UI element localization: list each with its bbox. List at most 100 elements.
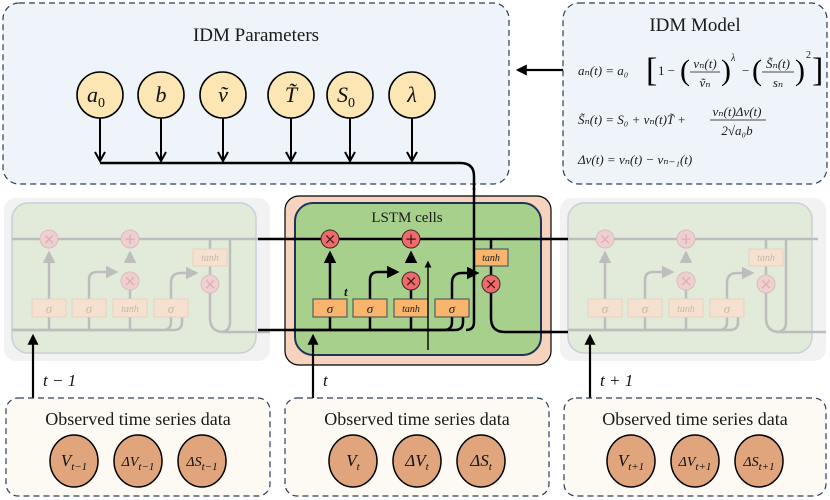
observed-var-V: Vt <box>328 434 378 488</box>
cell-add-op: + <box>120 229 140 249</box>
gate-label: σ <box>642 301 649 316</box>
time-label-2: t + 1 <box>600 371 633 390</box>
idm-model-panel-border <box>562 2 828 185</box>
gate-label: σ <box>724 301 731 316</box>
op-circle <box>676 271 696 291</box>
gate-tanh: tanh <box>668 298 704 318</box>
op-symbol: × <box>485 275 498 293</box>
observed-var-circle <box>392 434 442 488</box>
gate-sigma: σ <box>587 298 623 318</box>
input-gate-path <box>643 265 675 330</box>
input-multiply-op: × <box>401 271 421 291</box>
observed-var-delta-V: ΔVt+1 <box>670 434 720 488</box>
hidden-output-line <box>489 284 551 334</box>
gate-box <box>31 298 67 318</box>
hidden-input-line <box>293 314 465 332</box>
gate-box <box>312 298 348 318</box>
observed-panel-title: Observed time series data <box>324 409 509 429</box>
observed-var-V: Vt+1 <box>606 434 656 488</box>
param-bus-line <box>100 161 476 190</box>
equation-desired-gap: S̃ₙ(t) = S₀ + vₙ(t)T̃ + vₙ(t)Δv(t) 2√a₀b <box>578 104 766 138</box>
gate-label: σ <box>449 301 456 316</box>
op-symbol: + <box>124 230 137 248</box>
observed-var-circle <box>113 434 163 488</box>
op-circle <box>401 229 421 249</box>
equation-acceleration: aₙ(t) = a₀ [ 1 − ( vₙ(t) ṽₙ ) λ − ( S̃ₙ(… <box>578 50 823 90</box>
observed-var-delta-S: ΔSt+1 <box>734 434 784 488</box>
faded-return-line <box>219 239 232 334</box>
eq1-paren-right-1: ) <box>721 54 731 87</box>
time-marker-label: t <box>344 284 348 299</box>
gate-output-tanh: tanh <box>192 248 228 267</box>
param-label: ṽ <box>218 82 229 107</box>
observed-var-circle <box>734 434 784 488</box>
observed-var-label: ΔSt <box>469 451 492 473</box>
time-label-0: t − 1 <box>43 371 76 390</box>
eq1-exp1: λ <box>730 53 736 64</box>
observed-panel-title: Observed time series data <box>45 409 230 429</box>
gate-sigma: σ <box>312 298 348 318</box>
gate-label: σ <box>168 301 175 316</box>
op-circle <box>200 274 220 294</box>
op-circle <box>756 274 776 294</box>
equation-speed-difference: Δv(t) = vₙ(t) − vₙ₋₁(t) <box>577 152 692 167</box>
observed-var-delta-V: ΔVt−1 <box>113 434 163 488</box>
gate-sigma: σ <box>709 298 745 318</box>
observed-var-circle <box>606 434 656 488</box>
eq2-frac-num: vₙ(t)Δv(t) <box>713 104 762 119</box>
faded-return-line <box>775 239 788 334</box>
gate-label: tanh <box>402 304 420 315</box>
gate-label: tanh <box>757 253 775 264</box>
gate-sigma: σ <box>71 298 107 318</box>
output-multiply-op: × <box>756 274 776 294</box>
gate-label: σ <box>367 301 374 316</box>
cell-add-op: + <box>401 229 421 249</box>
gate-sigma: σ <box>627 298 663 318</box>
eq1-frac1-num: vₙ(t) <box>693 56 716 71</box>
input-multiply-op: × <box>120 271 140 291</box>
input-gate-path <box>368 265 400 330</box>
gate-tanh: tanh <box>393 298 429 318</box>
output-multiply-op: × <box>200 274 220 294</box>
cell-add-op: + <box>676 229 696 249</box>
op-symbol: × <box>124 272 137 290</box>
op-symbol: × <box>324 230 337 248</box>
gate-label: σ <box>86 301 93 316</box>
gate-label: tanh <box>201 253 219 264</box>
input-multiply-op: × <box>676 271 696 291</box>
forget-multiply-op: × <box>39 229 59 249</box>
gate-sigma: σ <box>434 298 470 318</box>
gate-box <box>434 298 470 318</box>
eq1-frac2-den: sₙ <box>773 75 783 90</box>
gate-box <box>748 248 784 267</box>
param-node-b: b <box>137 71 185 161</box>
eq1-paren-left-1: ( <box>680 54 690 87</box>
op-symbol: × <box>760 275 773 293</box>
gate-sigma: σ <box>352 298 388 318</box>
op-symbol: × <box>43 230 56 248</box>
observed-var-label: ΔVt <box>404 451 429 473</box>
param-node-T-tilde: T̃ <box>267 71 315 161</box>
time-label-1: t <box>323 371 329 390</box>
gate-box <box>668 298 704 318</box>
param-node-lambda: λ <box>388 71 436 161</box>
eq1-paren-left-2: ( <box>752 54 762 87</box>
op-symbol: + <box>405 230 418 248</box>
gate-sigma: σ <box>31 298 67 318</box>
idm-model-title: IDM Model <box>649 15 740 36</box>
op-circle <box>39 229 59 249</box>
gate-box <box>627 298 663 318</box>
eq1-frac2-num: S̃ₙ(t) <box>766 56 790 71</box>
eq1-minus: − <box>742 63 749 78</box>
param-node-S0: S0 <box>326 71 374 161</box>
observed-var-delta-S: ΔSt <box>456 434 506 488</box>
eq2-frac-den: 2√a₀b <box>721 123 753 138</box>
param-circle <box>76 71 124 119</box>
param-node-a0: a0 <box>76 71 124 161</box>
